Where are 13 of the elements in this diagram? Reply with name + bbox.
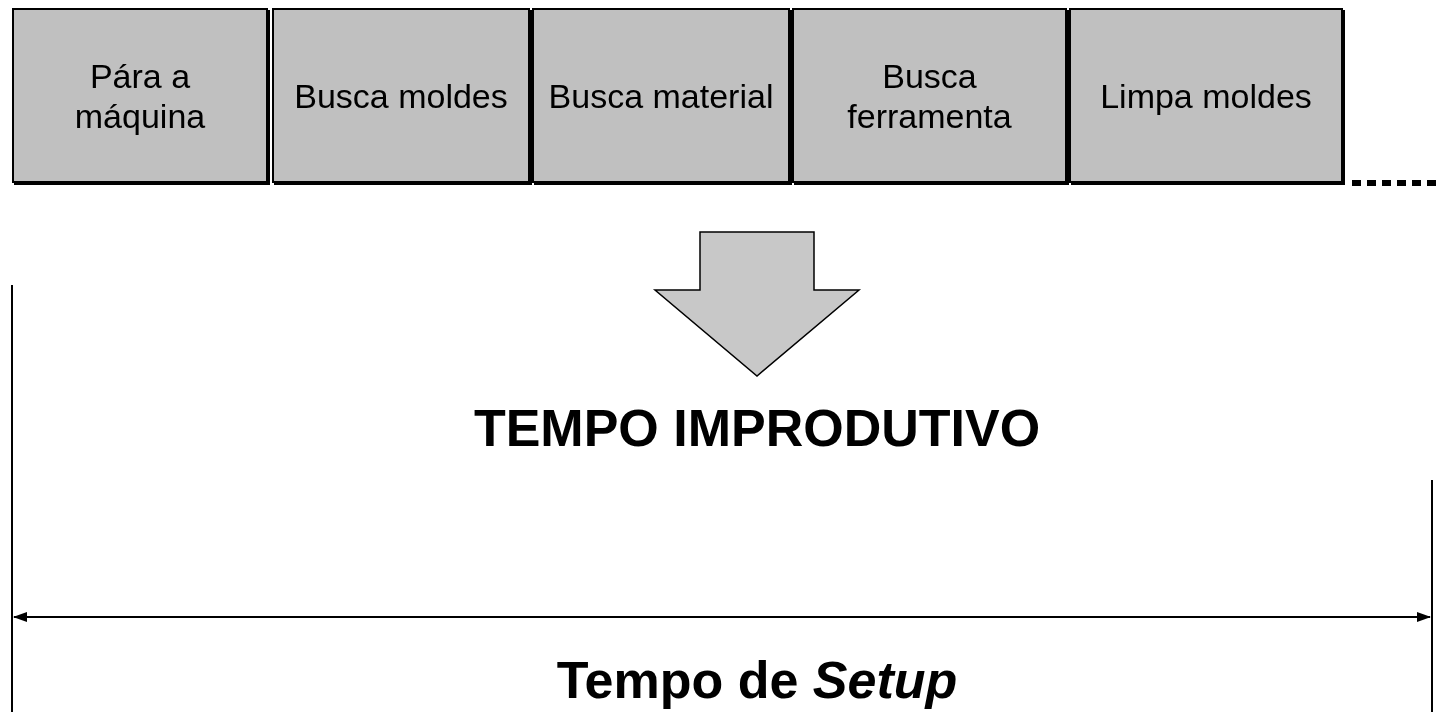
process-box xyxy=(532,8,790,183)
box-label: Busca moldes xyxy=(293,75,509,116)
process-box xyxy=(1069,8,1343,183)
block-arrow xyxy=(652,231,862,377)
process-box xyxy=(12,8,268,183)
box-label: Busca material xyxy=(547,75,775,116)
dimension-label: Tempo de Setup xyxy=(556,650,958,710)
process-box xyxy=(792,8,1067,183)
box-label: Limpa moldes xyxy=(1099,75,1313,116)
process-box xyxy=(272,8,530,183)
box-label: Pára a máquina xyxy=(73,55,207,136)
heading-text: TEMPO IMPRODUTIVO xyxy=(473,398,1041,458)
box-label: Busca ferramenta xyxy=(846,55,1013,136)
